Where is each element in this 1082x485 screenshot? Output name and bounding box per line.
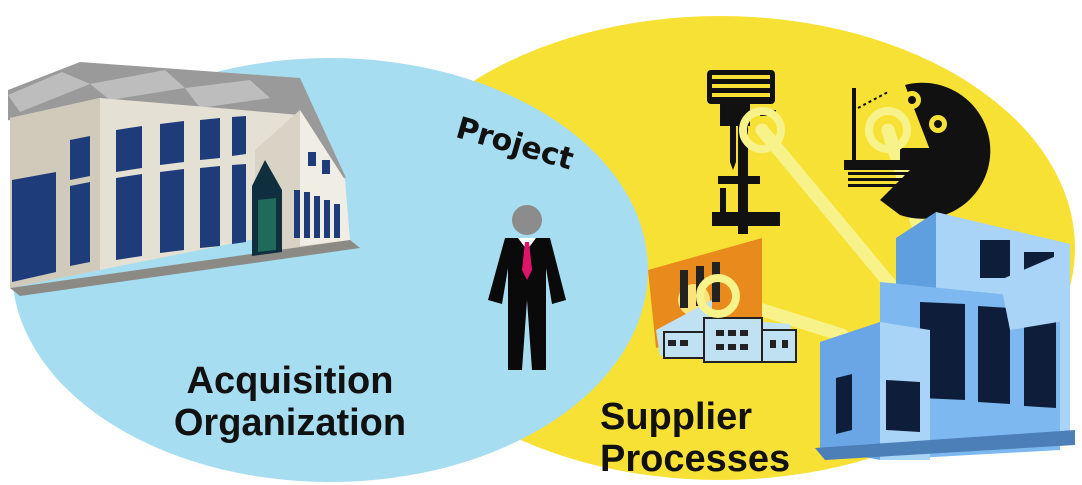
ring-factory (696, 274, 740, 318)
ring-drill (739, 107, 785, 153)
acquisition-label-line2: Organization (173, 402, 407, 444)
ring-lathe (865, 107, 911, 153)
person-icon (488, 205, 566, 370)
supplier-building-icon (815, 212, 1075, 460)
drill-press-icon (707, 70, 780, 234)
supplier-label-line1: Supplier (600, 396, 753, 438)
link-rings (696, 107, 911, 318)
lathe-machine-icon (844, 82, 991, 219)
link-drill-to-building (755, 123, 902, 297)
supplier-processes-label: Supplier Processes (600, 396, 830, 480)
acquisition-label-line1: Acquisition (186, 360, 394, 402)
office-building-icon (8, 62, 360, 296)
supplier-label-line2: Processes (600, 438, 791, 480)
acquisition-organization-label: Acquisition Organization (160, 360, 420, 444)
